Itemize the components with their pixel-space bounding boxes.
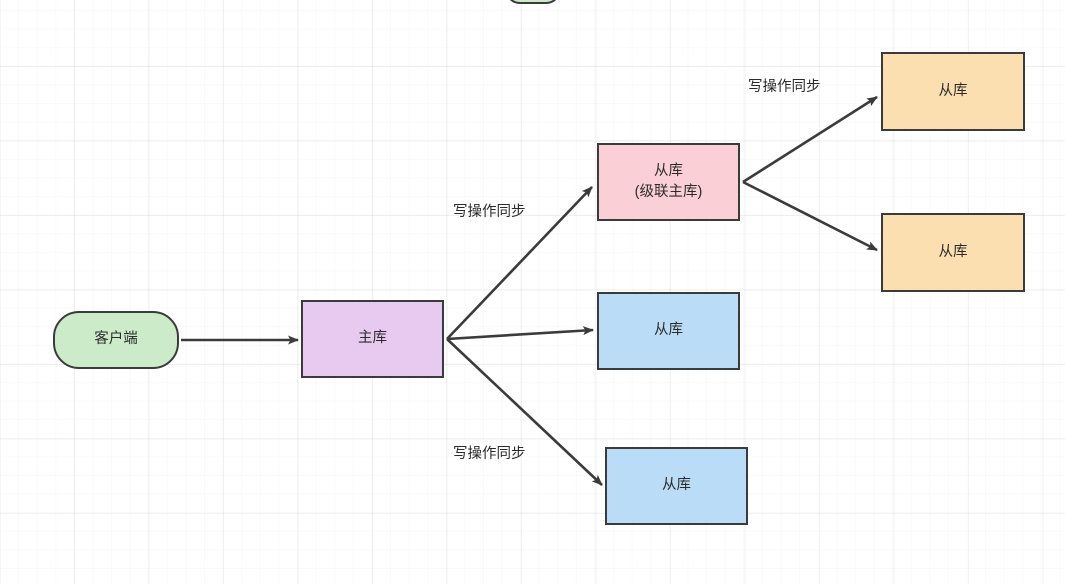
node-slave-orange-top-label: 从库: [938, 82, 968, 99]
node-slave-blue-bottom-label: 从库: [662, 477, 691, 494]
node-client-label: 客户端: [94, 331, 138, 348]
edge-label-master-cascade: 写操作同步: [453, 204, 526, 220]
node-cascade-master-label: 从库 (级联主库): [634, 162, 703, 200]
edge-cascade-orange-bottom: [742, 180, 878, 252]
edge-cascade-orange-top: [742, 95, 878, 184]
edge-master-cascade: [446, 186, 593, 340]
node-slave-blue-mid-label: 从库: [654, 322, 683, 339]
node-slave-orange-bottom-label: 从库: [938, 243, 968, 260]
node-cascade-master[interactable]: 从库 (级联主库): [597, 143, 740, 221]
edge-label-master-slave-bottom: 写操作同步: [453, 446, 526, 462]
edge-master-slave-mid: [446, 326, 594, 341]
node-client[interactable]: 客户端: [53, 311, 179, 369]
node-slave-blue-mid[interactable]: 从库: [597, 292, 740, 370]
node-slave-orange-bottom[interactable]: 从库: [881, 213, 1025, 292]
node-master-label: 主库: [358, 330, 387, 347]
edge-master-slave-bottom: [446, 338, 603, 486]
node-slave-orange-top[interactable]: 从库: [881, 52, 1025, 131]
node-master[interactable]: 主库: [301, 300, 444, 378]
edge-label-cascade-orange-top: 写操作同步: [748, 79, 821, 95]
node-slave-blue-bottom[interactable]: 从库: [605, 447, 748, 525]
